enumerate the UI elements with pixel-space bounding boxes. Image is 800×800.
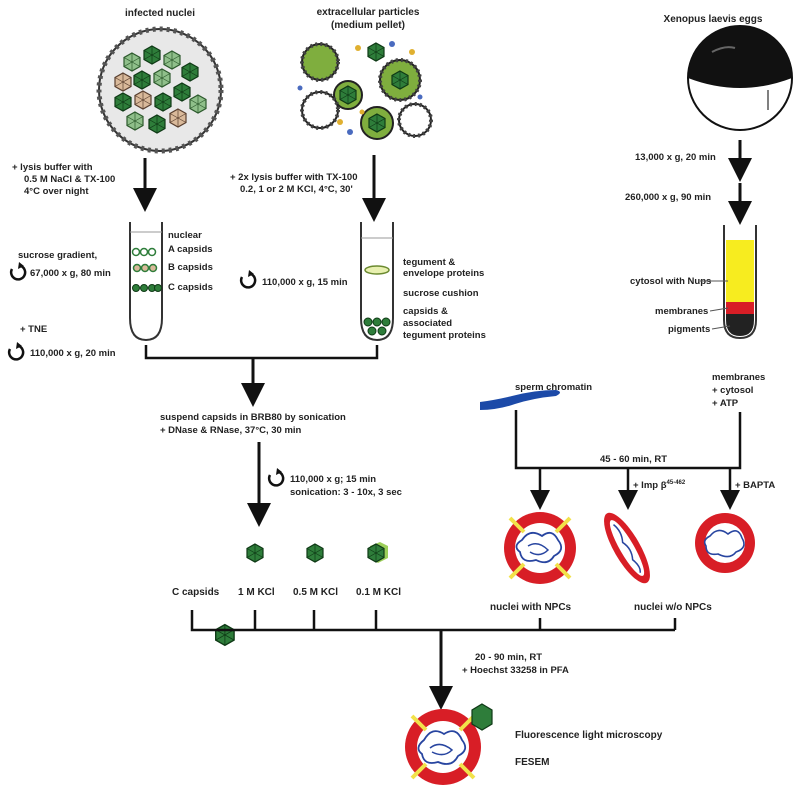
a-capsids-label: A capsids [168, 244, 213, 255]
nuclear-label: nuclear [168, 230, 202, 241]
egg-extract-tube [723, 225, 757, 340]
nucleus-with-npcs-illustration [504, 512, 576, 584]
nuclei-npcs-label: nuclei with NPCs [490, 602, 572, 613]
flm-label: Fluorescence light microscopy [515, 730, 663, 741]
spin-110-15b-label: 110,000 x g; 15 min [290, 474, 376, 485]
centrifuge-icon [7, 340, 25, 361]
sucrose-gradient-label: sucrose gradient, [18, 250, 97, 261]
final-label-1: 20 - 90 min, RT [475, 652, 542, 663]
suspend-label-1: suspend capsids in BRB80 by sonication [160, 412, 346, 423]
suspend-label-2: + DNase & RNase, 37°C, 30 min [160, 425, 302, 436]
spin-67-label: 67,000 x g, 80 min [30, 268, 111, 279]
membranes-label-1: membranes [712, 372, 765, 383]
b-capsids-label: B capsids [168, 262, 213, 273]
cytosol-label: cytosol with Nups [630, 276, 711, 287]
tne-label: + TNE [20, 324, 47, 335]
tegument-label-1: tegument & [403, 257, 455, 268]
incubation-label: 45 - 60 min, RT [600, 454, 667, 465]
infected-nuclei-label: infected nuclei [125, 8, 195, 19]
centrifuge-icon [239, 268, 257, 289]
final-label-2: + Hoechst 33258 in PFA [462, 665, 569, 676]
nucleus-imp-illustration [604, 512, 650, 584]
lysis-label-3: 4°C over night [24, 186, 89, 197]
lysis2x-label-2: 0.2, 1 or 2 M KCl, 4°C, 30' [240, 184, 353, 195]
membranes-label-3: + ATP [712, 398, 739, 409]
centrifuge-icon [267, 466, 285, 487]
fesem-label: FESEM [515, 757, 549, 768]
final-nucleus-illustration [405, 703, 493, 785]
nuclei-wo-label: nuclei w/o NPCs [634, 602, 712, 613]
capsid-row [215, 542, 388, 646]
sucrose-cushion-label: sucrose cushion [403, 288, 479, 299]
capsids-assoc-label-3: tegument proteins [403, 330, 486, 341]
xenopus-egg-illustration [687, 25, 793, 131]
pigments-label: pigments [668, 324, 710, 335]
spin-110-15-label: 110,000 x g, 15 min [262, 277, 348, 288]
c-capsids-tube-label: C capsids [168, 282, 213, 293]
merge-bracket [144, 345, 379, 360]
infected-nucleus-illustration [96, 26, 224, 154]
capsids-assoc-label-1: capsids & [403, 306, 448, 317]
nucleus-bapta-illustration [695, 513, 755, 573]
centrifuge-icon [9, 260, 27, 281]
membranes-tube-label: membranes [655, 306, 708, 317]
extracellular-particles-illustration [297, 41, 433, 140]
kcl-01-label: 0.1 M KCl [356, 587, 401, 598]
capsids-assoc-label-2: associated [403, 318, 452, 329]
tegument-label-2: envelope proteins [403, 268, 484, 279]
bapta-label: + BAPTA [735, 480, 775, 491]
xenopus-label: Xenopus laevis eggs [664, 14, 763, 25]
membranes-label-2: + cytosol [712, 385, 753, 396]
sucrose-cushion-tube [360, 222, 394, 342]
lysis-label-1: + lysis buffer with [12, 162, 93, 173]
imp-label: + Imp β45-462 [633, 480, 686, 491]
spin-13000-label: 13,000 x g, 20 min [635, 152, 716, 163]
lysis-label-2: 0.5 M NaCl & TX-100 [24, 174, 115, 185]
extracellular-label-2: (medium pellet) [331, 20, 405, 31]
spin-110-20-label: 110,000 x g, 20 min [30, 348, 116, 359]
lysis2x-label-1: + 2x lysis buffer with TX-100 [230, 172, 358, 183]
sonication-label: sonication: 3 - 10x, 3 sec [290, 487, 402, 498]
spin-260000-label: 260,000 x g, 90 min [625, 192, 711, 203]
kcl-05-label: 0.5 M KCl [293, 587, 338, 598]
extracellular-label-1: extracellular particles [317, 7, 420, 18]
sperm-label: sperm chromatin [515, 382, 592, 393]
sperm-chromatin-illustration [480, 390, 560, 410]
sucrose-gradient-tube [129, 222, 163, 342]
c-capsids-label: C capsids [172, 587, 220, 598]
kcl-1-label: 1 M KCl [238, 587, 275, 598]
final-bracket [190, 610, 675, 632]
